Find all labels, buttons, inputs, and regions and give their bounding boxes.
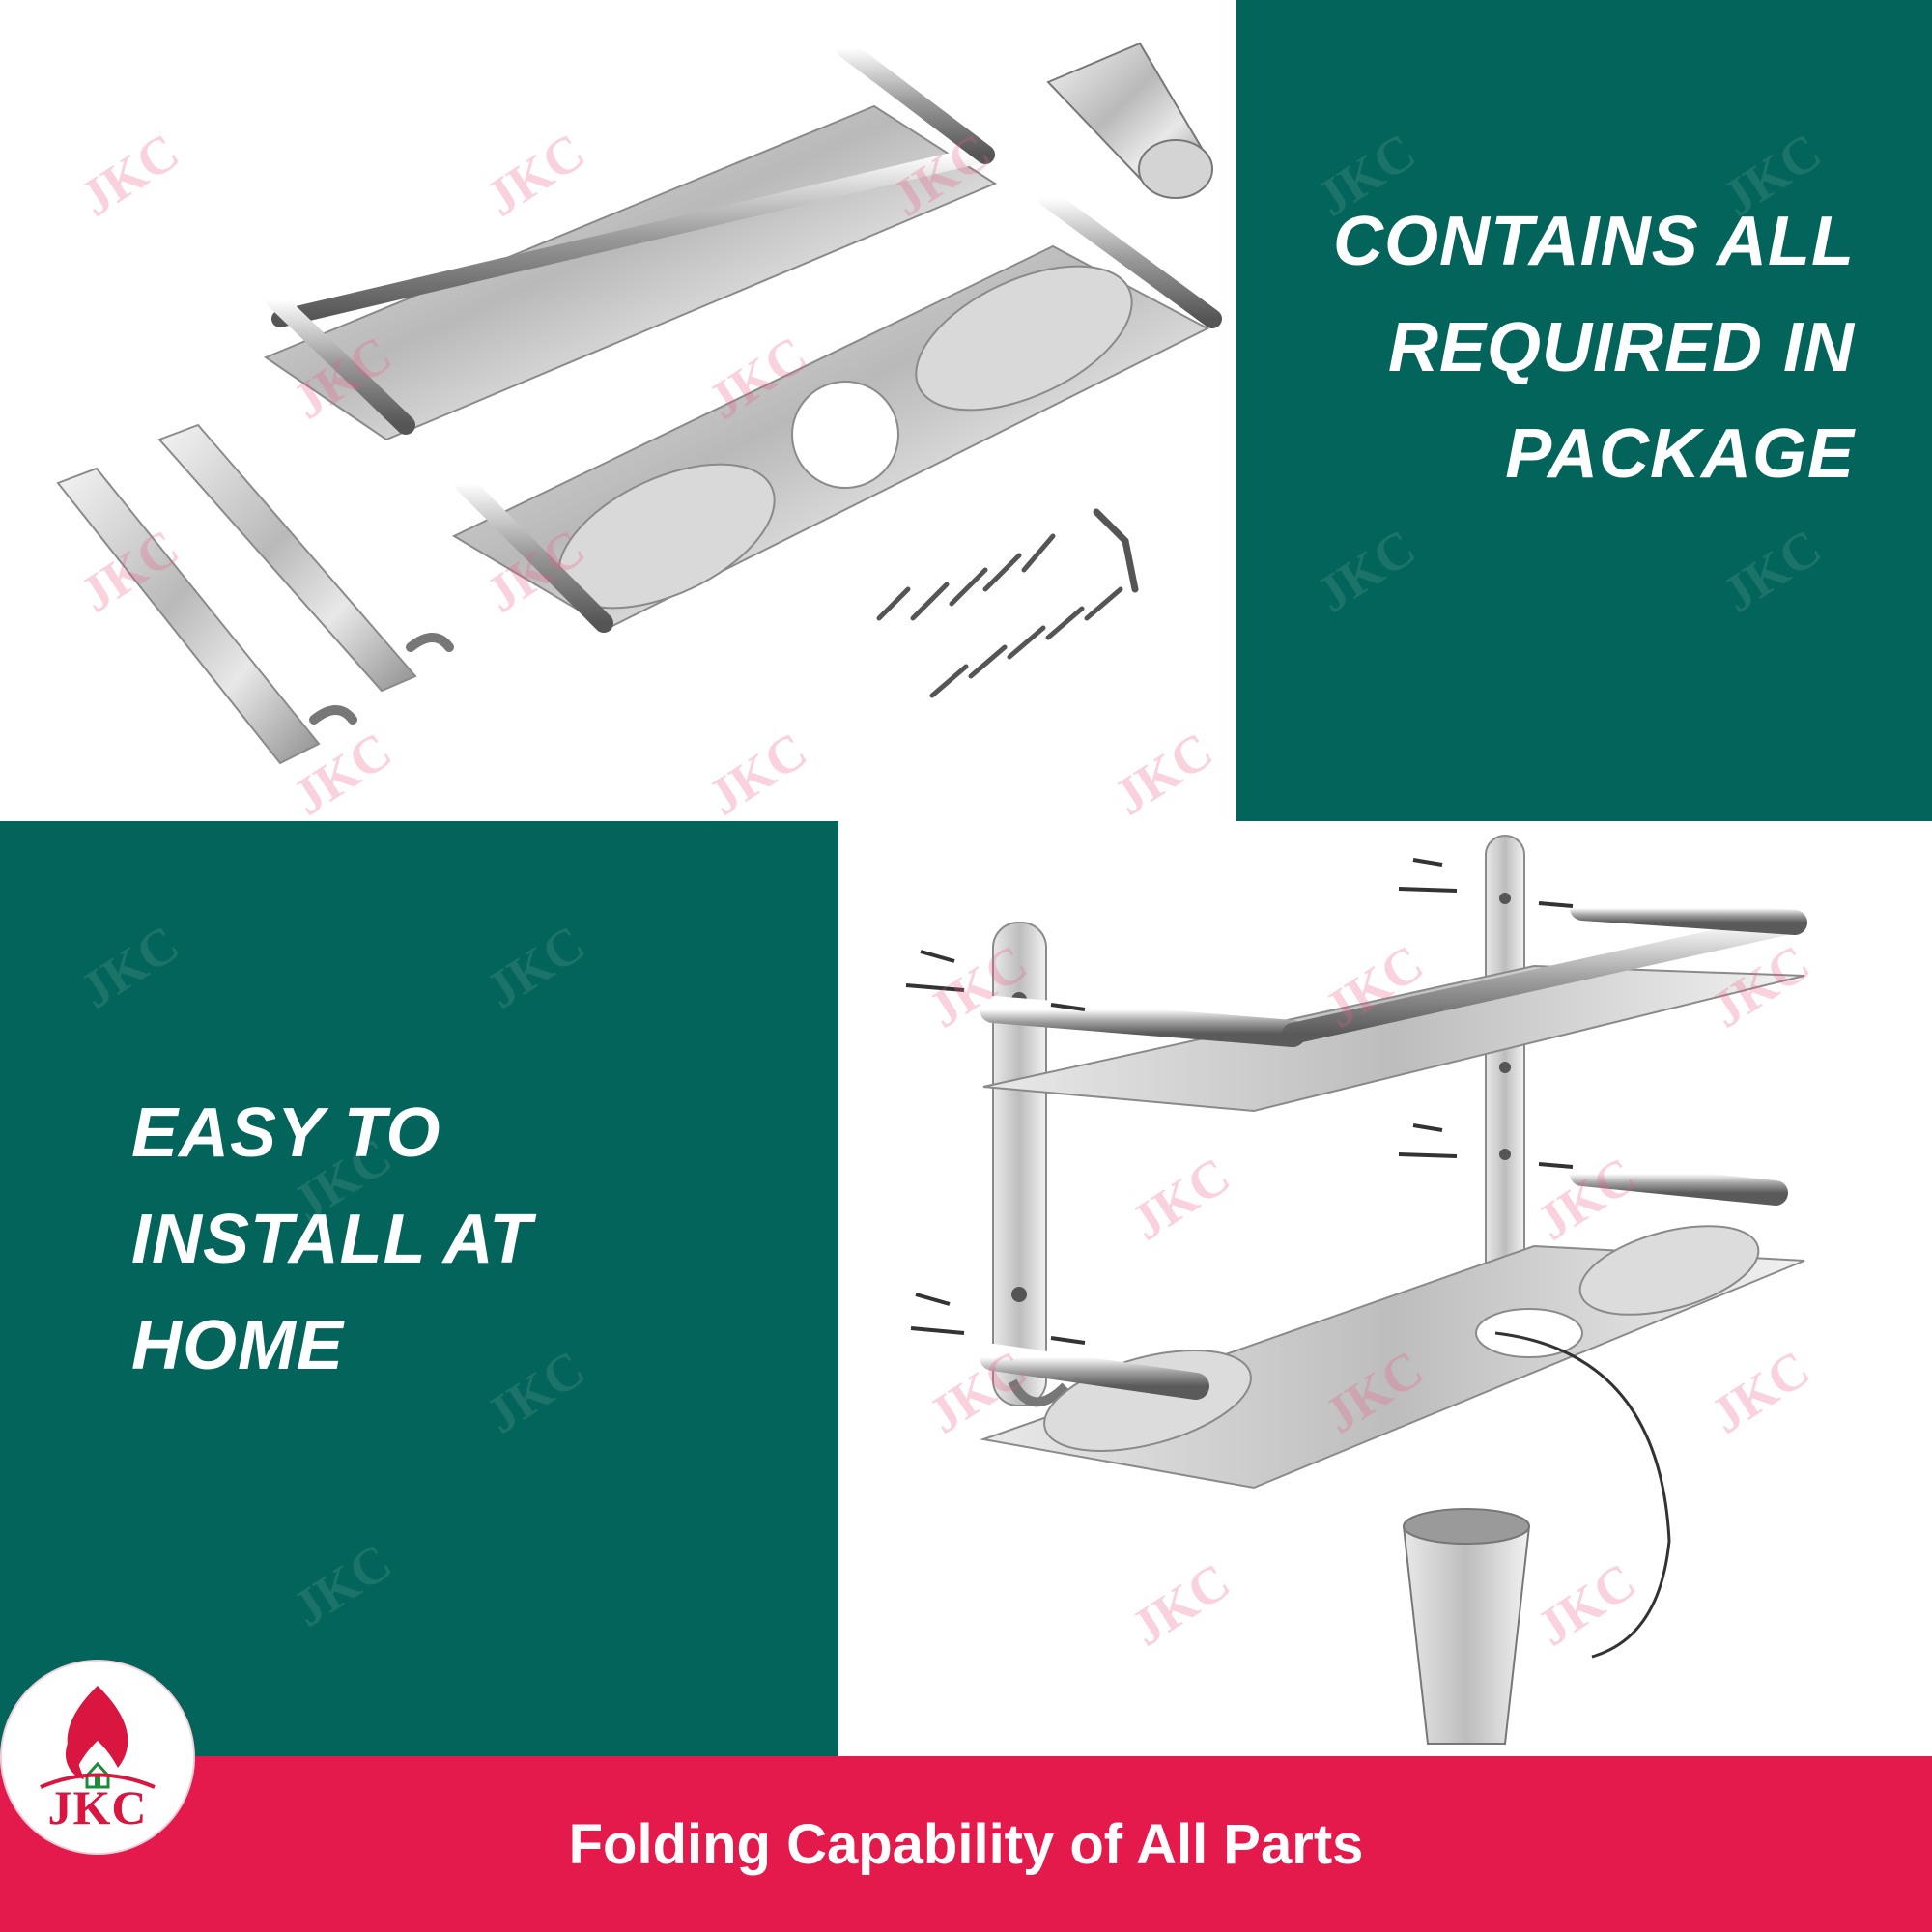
headline-line: HOME [131,1307,344,1384]
install-headline: EASY TO INSTALL AT HOME [131,1080,532,1399]
headline-line: INSTALL AT [131,1201,533,1278]
contents-headline: CONTAINS ALL REQUIRED IN PACKAGE [1333,188,1855,507]
flame-house-icon [40,1686,156,1789]
headline-line: EASY TO [131,1094,441,1172]
screws-and-allen-key [876,508,1139,698]
right-wall-bracket [1485,835,1525,1320]
tumbler [1046,42,1213,199]
headline-line: CONTAINS ALL [1333,203,1855,280]
package-contents-illustration [56,39,1222,765]
upper-shelf [263,39,998,441]
tumbler [1402,1508,1531,1745]
watermark: JKC [1306,518,1426,624]
headline-line: PACKAGE [1505,415,1855,493]
brand-logo: JKC [2,1662,193,1853]
upper-shelf [980,895,1807,1113]
lower-shelf [980,1161,1805,1490]
contents-headline-panel: JKC JKC JKC JKC [1236,0,1932,821]
bottom-banner: Folding Capability of All Parts [0,1756,1932,1932]
lower-shelf [451,188,1222,633]
watermark: JKC [70,914,189,1020]
installation-diagram-illustration [905,835,1807,1745]
installation-diagram-panel: JKC JKC JKC JKC JKC JKC JKC JKC JKC JKC [838,821,1932,1756]
watermark: JKC [475,914,595,1020]
logo-text: JKC [47,1780,148,1834]
left-wall-bracket [992,922,1069,1407]
watermark: JKC [282,1532,402,1638]
headline-line: REQUIRED IN [1387,309,1855,386]
screws-and-arrows [905,858,1671,1659]
package-contents-panel: JKC JKC JKC JKC JKC JKC JKC JKC JKC JKC [0,0,1236,821]
install-headline-panel: JKC JKC JKC JKC JKC [0,821,838,1756]
watermark: JKC [1712,518,1832,624]
wall-brackets [56,423,454,765]
banner-text: Folding Capability of All Parts [568,1813,1364,1876]
